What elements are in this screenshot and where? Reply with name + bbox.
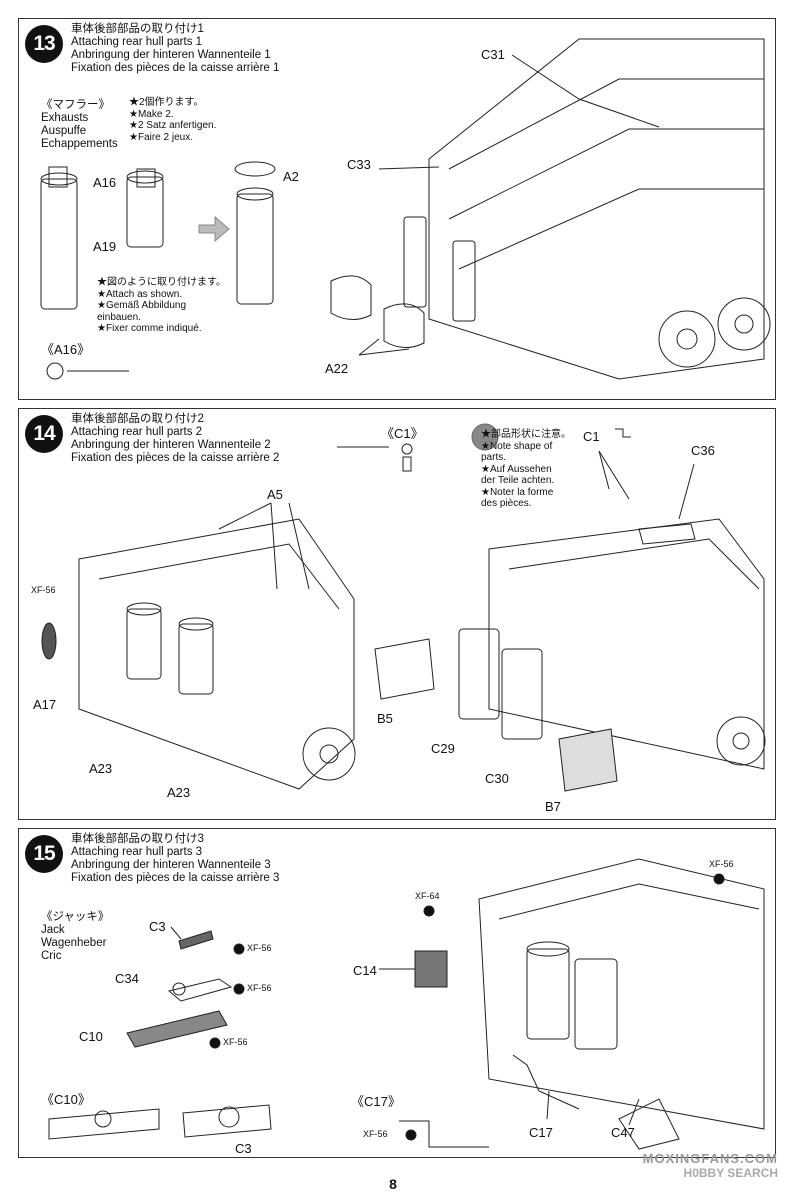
attach-note: ★図のように取り付けます。 ★Attach as shown. ★Gemäß A… bbox=[97, 277, 226, 335]
page-number: 8 bbox=[389, 1176, 397, 1192]
part-label-c3: C3 bbox=[149, 919, 166, 934]
part-label-a22: A22 bbox=[325, 361, 349, 376]
paint-code-xf56-hull: XF-56 bbox=[709, 859, 734, 869]
paint-code-xf56-c10: XF-56 bbox=[223, 1037, 248, 1047]
part-label-c1-detail: 《C1》 bbox=[381, 426, 424, 441]
part-label-c29: C29 bbox=[431, 741, 455, 756]
exhaust-fr: Echappements bbox=[41, 138, 118, 150]
note-en2: parts. bbox=[481, 452, 507, 463]
step-13-illustration bbox=[40, 38, 771, 380]
jack-caption: 《ジャッキ》 Jack Wagenheber Cric bbox=[41, 911, 109, 963]
step-number: 14 bbox=[25, 415, 63, 453]
exhaust-en: Exhausts bbox=[41, 112, 89, 124]
title-fr: Fixation des pièces de la caisse arrière… bbox=[71, 452, 280, 464]
attach-de2: einbauen. bbox=[97, 311, 141, 323]
make2-en: ★Make 2. bbox=[129, 108, 174, 120]
part-label-c17-detail: 《C17》 bbox=[351, 1094, 401, 1109]
title-de: Anbringung der hinteren Wannenteile 2 bbox=[71, 439, 271, 451]
note-de2: der Teile achten. bbox=[481, 475, 555, 486]
part-label-c10: C10 bbox=[79, 1029, 103, 1044]
part-label-a17: A17 bbox=[33, 697, 57, 712]
jack-jp: 《ジャッキ》 bbox=[41, 911, 110, 923]
part-label-c17: C17 bbox=[529, 1125, 553, 1140]
note-de1: ★Auf Aussehen bbox=[481, 463, 552, 475]
part-label-c31: C31 bbox=[481, 47, 505, 62]
title-jp: 車体後部部品の取り付け2 bbox=[71, 413, 204, 425]
watermark-line2: H0BBY SEARCH bbox=[683, 1166, 778, 1180]
note-jp: ★部品形状に注意。 bbox=[481, 429, 571, 440]
note-en1: ★Note shape of bbox=[481, 440, 553, 452]
exhaust-de: Auspuffe bbox=[41, 125, 87, 137]
step-14-illustration bbox=[41, 423, 766, 792]
step-heading: 車体後部部品の取り付け2 Attaching rear hull parts 2… bbox=[71, 413, 279, 465]
part-label-b5: B5 bbox=[377, 711, 393, 726]
step-number: 13 bbox=[25, 25, 63, 63]
step-heading: 車体後部部品の取り付け1 Attaching rear hull parts 1… bbox=[71, 23, 279, 75]
title-fr: Fixation des pièces de la caisse arrière… bbox=[71, 872, 280, 884]
part-label-c34: C34 bbox=[115, 971, 139, 986]
paint-code-xf56: XF-56 bbox=[31, 585, 56, 595]
exhaust-caption: 《マフラー》 Exhausts Auspuffe Echappements bbox=[41, 99, 118, 151]
watermark: MOXINGFANS.COM H0BBY SEARCH bbox=[642, 1151, 778, 1181]
part-label-a16: A16 bbox=[93, 175, 117, 190]
part-label-c3-detail: C3 bbox=[235, 1141, 252, 1156]
title-de: Anbringung der hinteren Wannenteile 1 bbox=[71, 49, 271, 61]
paint-code-xf56-c3: XF-56 bbox=[247, 943, 272, 953]
part-label-c14: C14 bbox=[353, 963, 377, 978]
part-label-c47: C47 bbox=[611, 1125, 635, 1140]
note-fr1: ★Noter la forme bbox=[481, 486, 554, 498]
step-14-panel: 14 車体後部部品の取り付け2 Attaching rear hull part… bbox=[18, 408, 776, 820]
paint-code-xf56-c34: XF-56 bbox=[247, 983, 272, 993]
attach-de1: ★Gemäß Abbildung bbox=[97, 300, 187, 311]
watermark-line1: MOXINGFANS.COM bbox=[642, 1151, 778, 1166]
title-de: Anbringung der hinteren Wannenteile 3 bbox=[71, 859, 271, 871]
paint-code-xf56-c17: XF-56 bbox=[363, 1129, 388, 1139]
part-label-c10-detail: 《C10》 bbox=[41, 1092, 91, 1107]
part-label-a16-detail: 《A16》 bbox=[41, 342, 91, 357]
title-fr: Fixation des pièces de la caisse arrière… bbox=[71, 62, 280, 74]
title-en: Attaching rear hull parts 3 bbox=[71, 846, 203, 858]
part-label-b7: B7 bbox=[545, 799, 561, 814]
step-15-illustration bbox=[48, 858, 765, 1150]
part-label-a23-right: A23 bbox=[167, 785, 191, 800]
jack-en: Jack bbox=[41, 924, 65, 936]
make2-de: ★2 Satz anfertigen. bbox=[129, 120, 217, 131]
note-part-shape: ★部品形状に注意。 ★Note shape of parts. ★Auf Aus… bbox=[481, 429, 571, 510]
part-label-a2: A2 bbox=[283, 169, 299, 184]
step-heading: 車体後部部品の取り付け3 Attaching rear hull parts 3… bbox=[71, 833, 279, 885]
exhaust-jp: 《マフラー》 bbox=[41, 99, 110, 111]
part-label-c33: C33 bbox=[347, 157, 371, 172]
part-label-a23-left: A23 bbox=[89, 761, 113, 776]
attach-fr: ★Fixer comme indiqué. bbox=[97, 323, 202, 334]
part-label-c36: C36 bbox=[691, 443, 715, 458]
paint-code-xf64: XF-64 bbox=[415, 891, 440, 901]
make2-jp: ★2個作ります。 bbox=[129, 97, 204, 108]
title-en: Attaching rear hull parts 1 bbox=[71, 36, 203, 48]
step-15-panel: 15 車体後部部品の取り付け3 Attaching rear hull part… bbox=[18, 828, 776, 1158]
make2-fr: ★Faire 2 jeux. bbox=[129, 131, 193, 143]
note-fr2: des pièces. bbox=[481, 498, 532, 509]
attach-jp: ★図のように取り付けます。 bbox=[97, 277, 226, 288]
step-number: 15 bbox=[25, 835, 63, 873]
title-jp: 車体後部部品の取り付け3 bbox=[71, 833, 204, 845]
title-jp: 車体後部部品の取り付け1 bbox=[71, 23, 204, 35]
part-label-a5: A5 bbox=[267, 487, 283, 502]
jack-de: Wagenheber bbox=[41, 937, 107, 949]
attach-en: ★Attach as shown. bbox=[97, 288, 183, 300]
part-label-a19: A19 bbox=[93, 239, 117, 254]
part-label-c30: C30 bbox=[485, 771, 509, 786]
jack-fr: Cric bbox=[41, 950, 62, 962]
make-two-note: ★2個作ります。 ★Make 2. ★2 Satz anfertigen. ★F… bbox=[129, 97, 216, 143]
part-label-c1: C1 bbox=[583, 429, 600, 444]
title-en: Attaching rear hull parts 2 bbox=[71, 426, 203, 438]
step-13-panel: 13 車体後部部品の取り付け1 Attaching rear hull part… bbox=[18, 18, 776, 400]
